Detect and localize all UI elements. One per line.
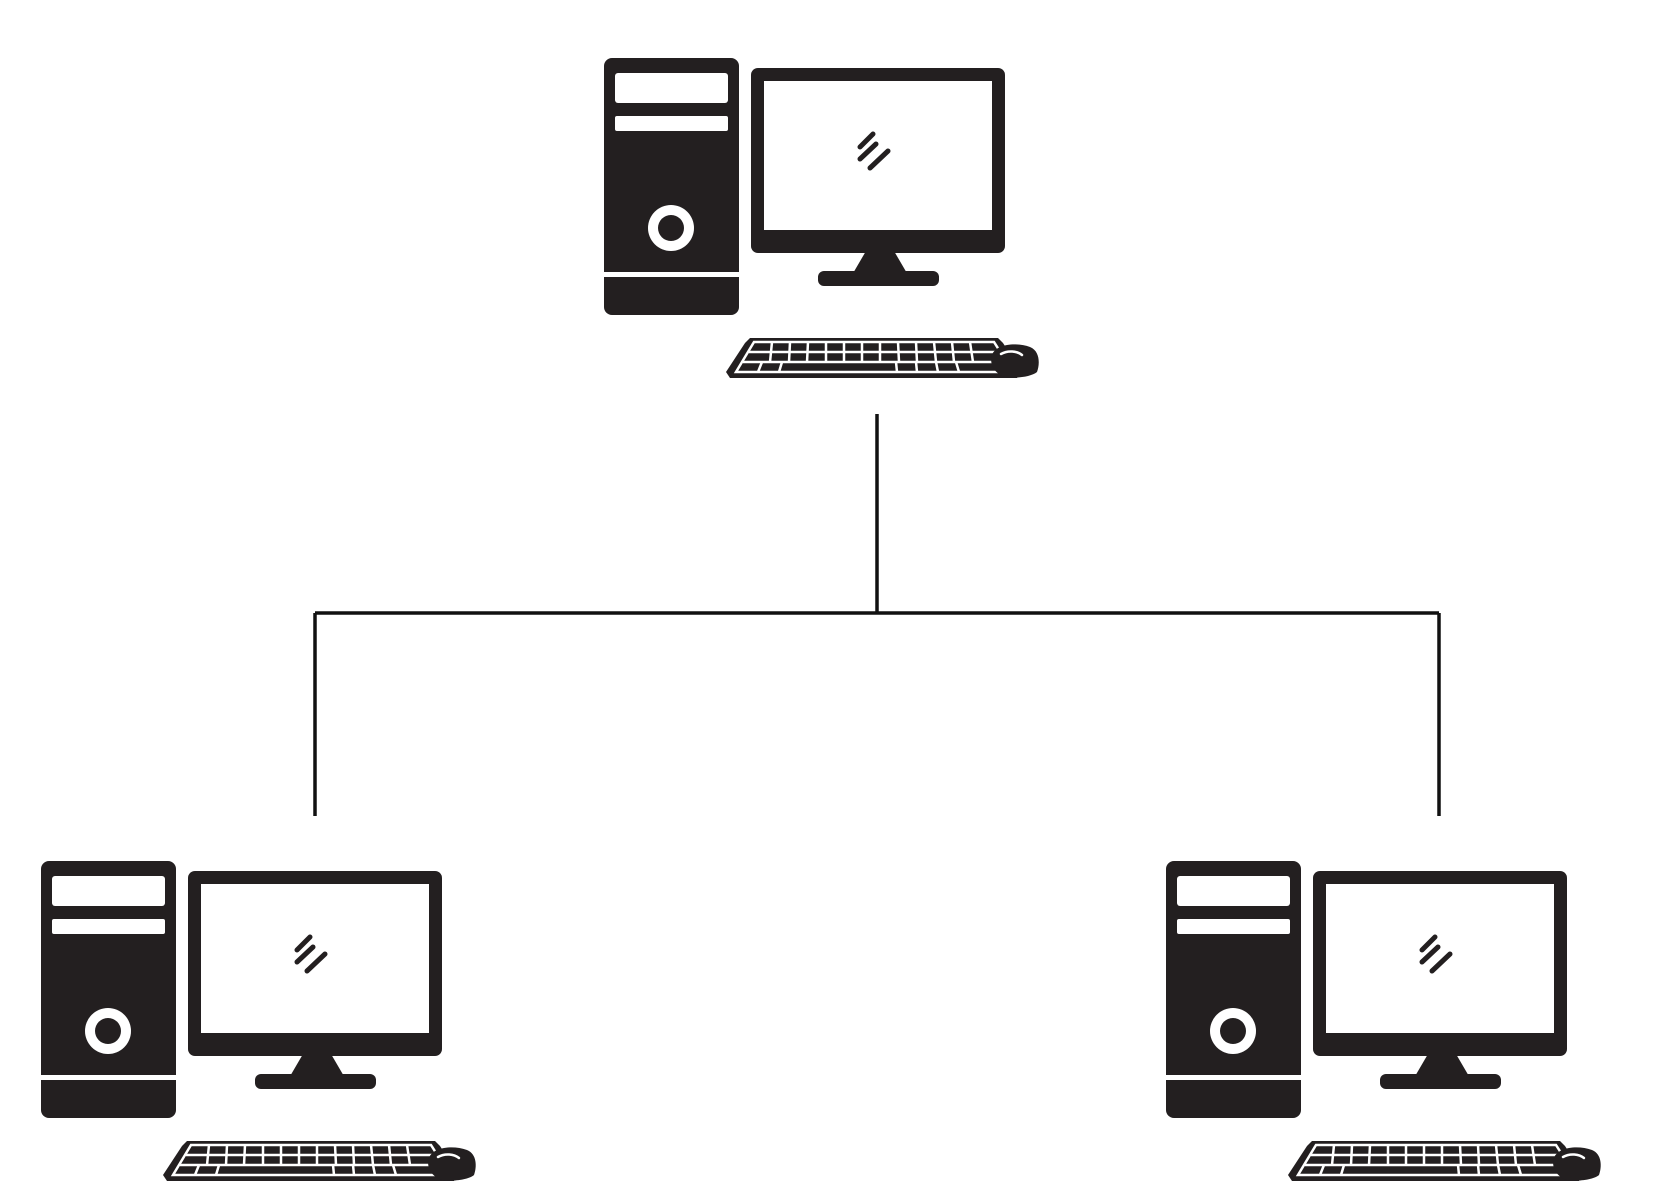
- connector-lines: [313, 414, 1441, 816]
- desktop-computer-icon: [604, 58, 1039, 378]
- desktop-computer-icon: [41, 861, 476, 1181]
- desktop-computer-icon: [1166, 861, 1601, 1181]
